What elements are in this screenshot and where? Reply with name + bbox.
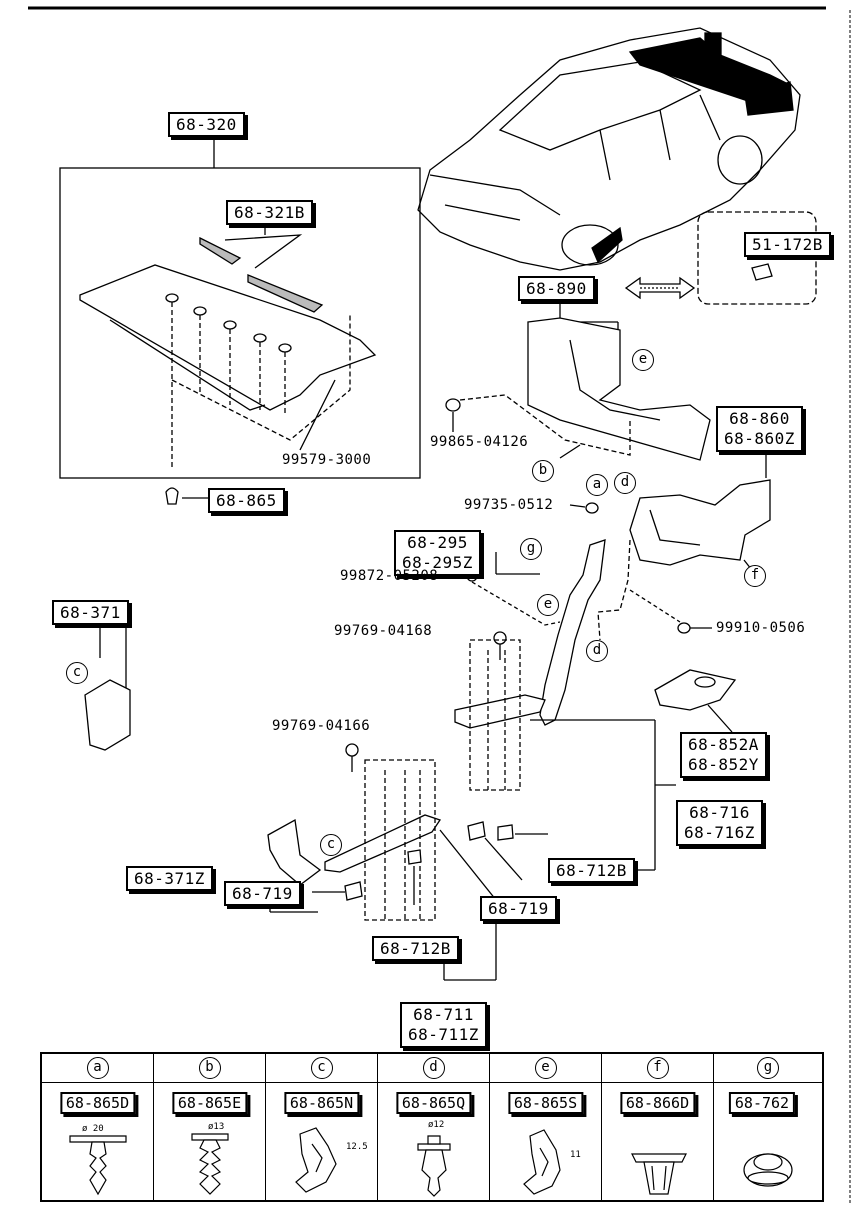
part-number-99769-04166: 99769-04166 [272,718,371,734]
part-label-68-295-line1: 68-295 [407,533,468,552]
fastener-cell-b: b 68-865E ø13 [154,1054,266,1200]
part-label-68-890: 68-890 [518,276,595,301]
part-label-68-711-line1: 68-711 [413,1005,474,1024]
callout-c-371Z: c [320,834,342,856]
part-number-99769-04168: 99769-04168 [334,623,433,639]
part-label-68-860: 68-860 68-860Z [716,406,803,452]
part-label-68-711-line2: 68-711Z [408,1025,479,1044]
fastener-cell-f: f 68-866D [602,1054,714,1200]
fastener-table: a 68-865D ø 20 b 68-865E ø13 c 68-865N 1… [40,1052,824,1202]
callout-f: f [744,565,766,587]
part-label-68-719-right: 68-719 [480,896,557,921]
part-label-68-852A-line1: 68-852A [688,735,759,754]
fastener-drawing-d [417,1135,451,1197]
fastener-cell-e: e 68-865S 11 [490,1054,602,1200]
part-label-68-860-line1: 68-860 [729,409,790,428]
part-label-68-712B-right: 68-712B [548,858,635,883]
fastener-part-68-866D: 68-866D [619,1092,696,1114]
part-label-68-321B: 68-321B [226,200,313,225]
fastener-key-a: a [86,1057,109,1079]
callout-d: d [614,472,636,494]
part-label-68-716-line2: 68-716Z [684,823,755,842]
part-number-99865-04126: 99865-04126 [430,434,529,450]
fastener-key-b: b [198,1057,221,1079]
fastener-dim-e: 11 [570,1150,581,1160]
part-label-68-320: 68-320 [168,112,245,137]
callout-e: e [632,349,654,371]
fastener-part-68-865Q: 68-865Q [395,1092,472,1114]
fastener-drawing-e [523,1129,561,1195]
part-label-68-712B-center: 68-712B [372,936,459,961]
part-label-68-719-left: 68-719 [224,881,301,906]
fastener-part-68-865S: 68-865S [507,1092,584,1114]
fastener-drawing-c [295,1127,337,1193]
fastener-key-f: f [646,1057,669,1079]
fastener-cell-c: c 68-865N 12.5 [266,1054,378,1200]
fastener-dim-b: ø13 [208,1122,225,1132]
part-label-68-716-line1: 68-716 [689,803,750,822]
fastener-part-68-762: 68-762 [728,1092,796,1114]
fastener-part-68-865E: 68-865E [171,1092,248,1114]
fastener-key-e: e [534,1057,557,1079]
part-number-99910-0506: 99910-0506 [716,620,806,636]
fastener-cell-g: g 68-762 [714,1054,822,1200]
callout-a: a [586,474,608,496]
fastener-cell-a: a 68-865D ø 20 [42,1054,154,1200]
part-label-68-852A: 68-852A 68-852Y [680,732,767,778]
part-label-68-865: 68-865 [208,488,285,513]
fastener-part-68-865D: 68-865D [59,1092,136,1114]
part-number-99579-3000: 99579-3000 [282,452,372,468]
part-label-68-852A-line2: 68-852Y [688,755,759,774]
fastener-dim-d: ø12 [428,1120,445,1130]
fastener-cell-d: d 68-865Q ø12 [378,1054,490,1200]
part-label-51-172B: 51-172B [744,232,831,257]
callout-c-371: c [66,662,88,684]
part-label-68-711: 68-711 68-711Z [400,1002,487,1048]
part-label-68-295: 68-295 68-295Z [394,530,481,576]
fastener-key-g: g [757,1057,779,1079]
fastener-drawing-g [743,1153,793,1187]
part-number-99872-05208: 99872-05208 [340,568,439,584]
part-label-68-371: 68-371 [52,600,129,625]
part-number-99735-0512: 99735-0512 [464,497,554,513]
fastener-key-d: d [422,1057,445,1079]
callout-d-strip: d [586,640,608,662]
car-illustration [417,27,801,271]
fastener-dim-a: ø 20 [82,1124,104,1134]
part-label-68-371Z: 68-371Z [126,866,213,891]
fastener-drawing-f [631,1153,687,1195]
fastener-key-c: c [310,1057,333,1079]
fastener-part-68-865N: 68-865N [283,1092,360,1114]
callout-b: b [532,460,554,482]
fastener-dim-c: 12.5 [346,1142,368,1152]
fastener-drawing-b [191,1133,229,1195]
part-label-68-716: 68-716 68-716Z [676,800,763,846]
callout-g: g [520,538,542,560]
fastener-drawing-a [69,1135,127,1196]
part-label-68-295-line2: 68-295Z [402,553,473,572]
callout-e-strip: e [537,594,559,616]
part-label-68-860-line2: 68-860Z [724,429,795,448]
